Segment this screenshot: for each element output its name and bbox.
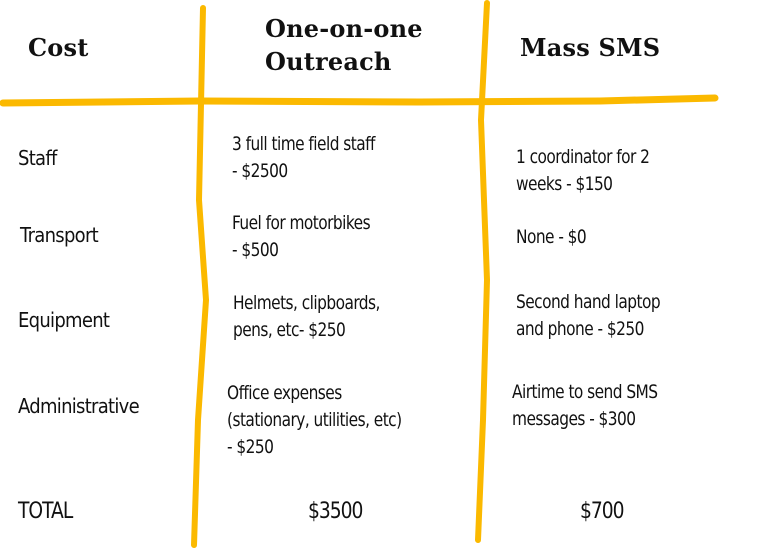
row-label-staff: Staff — [18, 146, 57, 170]
cell-staff-one-on-one: 3 full time field staff - $2500 — [232, 133, 375, 182]
column-divider-line-1 — [191, 5, 210, 548]
header-divider-line — [0, 94, 719, 107]
cell-transport-mass-sms: None - $0 — [516, 226, 587, 248]
total-label: TOTAL — [18, 499, 73, 524]
total-one-on-one: $3500 — [308, 499, 363, 524]
row-label-administrative: Administrative — [18, 394, 140, 418]
row-label-equipment: Equipment — [18, 308, 110, 332]
cell-administrative-one-on-one: Office expenses (stationary, utilities, … — [227, 382, 402, 458]
cell-administrative-mass-sms: Airtime to send SMS messages - $300 — [512, 381, 658, 430]
header-one-on-one-line1: One-on-one — [265, 14, 423, 43]
row-label-transport: Transport — [20, 223, 99, 247]
total-mass-sms: $700 — [580, 499, 625, 524]
header-mass-sms: Mass SMS — [520, 33, 661, 62]
cell-transport-one-on-one: Fuel for motorbikes - $500 — [232, 212, 371, 261]
header-one-on-one-line2: Outreach — [265, 47, 392, 76]
cell-staff-mass-sms: 1 coordinator for 2 weeks - $150 — [516, 146, 650, 195]
cell-equipment-mass-sms: Second hand laptop and phone - $250 — [516, 291, 661, 340]
header-cost: Cost — [28, 33, 89, 62]
column-divider-line-2 — [475, 0, 491, 543]
cell-equipment-one-on-one: Helmets, clipboards, pens, etc- $250 — [233, 292, 380, 341]
